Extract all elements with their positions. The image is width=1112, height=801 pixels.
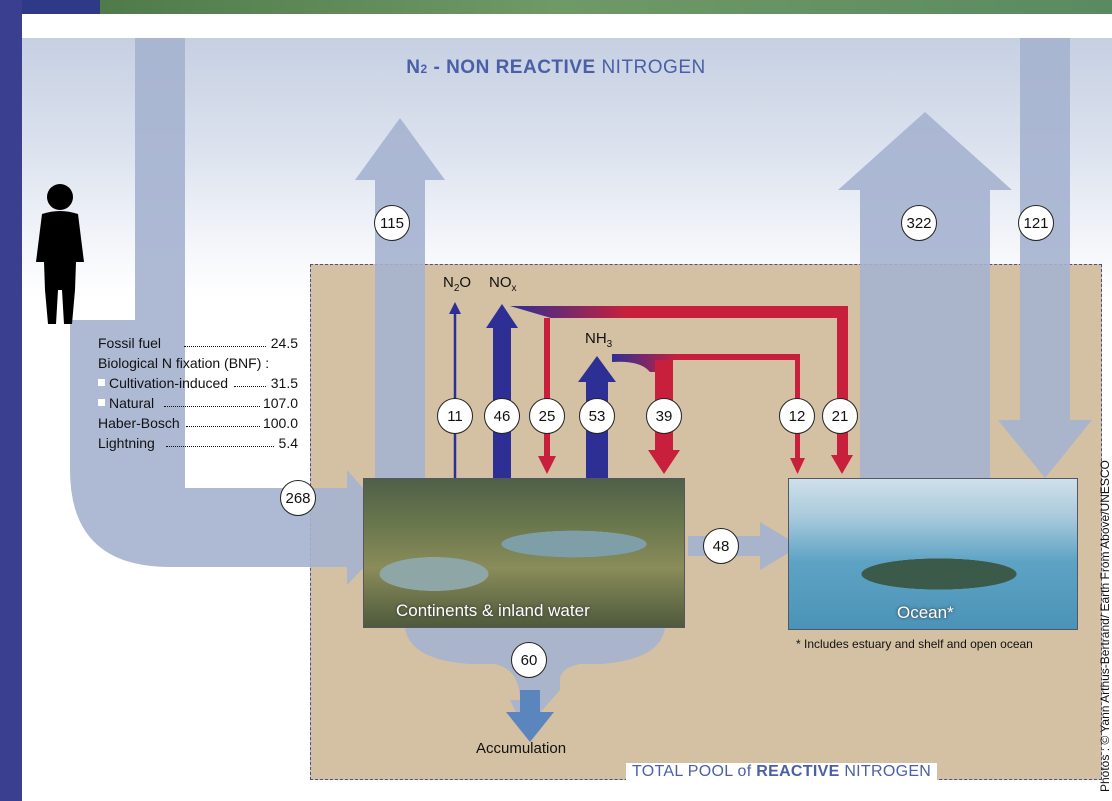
flow-fixation-ocean: 121 xyxy=(1018,205,1054,241)
source-row-cultivation: Cultivation-induced 31.5 xyxy=(84,373,324,393)
source-row-natural: Natural 107.0 xyxy=(84,393,324,413)
flow-nh3: 53 xyxy=(579,398,615,434)
n2o-label: N2O xyxy=(443,274,472,294)
flow-total-input: 268 xyxy=(280,480,316,516)
flow-nox-deposition-ocean: 21 xyxy=(822,398,858,434)
bullet-square xyxy=(98,379,105,386)
photo-credit: Photos : © Yann Arthus-Bertrand/ Earth F… xyxy=(1098,460,1112,792)
pool-reactive-label: REACTIVE xyxy=(756,763,840,780)
flow-n2o: 11 xyxy=(437,398,473,434)
nitrogen-label: NITROGEN xyxy=(601,57,706,78)
nh3-deposition-bar xyxy=(612,354,800,372)
human-input-arrow xyxy=(70,38,400,585)
source-row-bnf: Biological N fixation (BNF) : xyxy=(98,355,270,371)
nox-land-stem xyxy=(544,318,550,458)
reactive-nitrogen-pool-title: TOTAL POOL of REACTIVE NITROGEN xyxy=(626,763,938,781)
flow-nh3-deposition-land: 39 xyxy=(646,398,682,434)
human-figure xyxy=(36,184,84,324)
n2o-arrow-head xyxy=(449,302,461,314)
source-row-haber-bosch: Haber-Bosch 100.0 xyxy=(98,415,298,431)
accumulation-funnel xyxy=(405,628,665,730)
top-banner xyxy=(0,0,1112,14)
n2-subscript: 2 xyxy=(420,62,428,76)
ocean-footnote: * Includes estuary and shelf and open oc… xyxy=(796,637,1033,651)
flow-river-to-ocean: 48 xyxy=(703,528,739,564)
flow-accumulation: 60 xyxy=(511,642,547,678)
nox-arrow xyxy=(486,304,518,478)
flow-denitrification-land: 115 xyxy=(374,205,410,241)
ocean-caption: Ocean* xyxy=(897,603,954,622)
nh3-label: NH3 xyxy=(585,330,613,350)
nh3-land-head xyxy=(648,450,680,474)
nh3-ocean-head xyxy=(790,458,805,474)
flow-nh3-deposition-ocean: 12 xyxy=(779,398,815,434)
accumulation-arrow xyxy=(506,690,554,742)
non-reactive-label: NON REACTIVE xyxy=(446,57,596,78)
source-row-lightning: Lightning 5.4 xyxy=(98,435,298,451)
bullet-square xyxy=(98,399,105,406)
source-row-fossil-fuel: Fossil fuel 24.5 xyxy=(98,335,298,351)
denitrification-land-arrow xyxy=(355,118,445,480)
nox-ocean-head xyxy=(831,455,853,474)
continents-photo: Continents & inland water xyxy=(363,478,685,628)
nox-label: NOx xyxy=(489,274,517,294)
title-dash: - xyxy=(433,57,441,78)
ocean-photo: Ocean* xyxy=(788,478,1078,630)
denitrification-ocean-arrow xyxy=(838,112,1012,480)
pool-prefix: TOTAL POOL of xyxy=(632,763,752,780)
pool-nitrogen-label: NITROGEN xyxy=(844,763,932,780)
n2-symbol: N xyxy=(406,57,421,78)
non-reactive-nitrogen-title: N2 - NON REACTIVE NITROGEN xyxy=(0,57,1112,79)
nox-land-head xyxy=(538,456,556,474)
flow-denitrification-ocean: 322 xyxy=(901,205,937,241)
fixation-ocean-arrow xyxy=(998,38,1092,478)
nitrogen-sources-list: Fossil fuel 24.5 Biological N fixation (… xyxy=(84,333,324,453)
flow-nox: 46 xyxy=(484,398,520,434)
accumulation-label: Accumulation xyxy=(476,740,567,757)
left-frame-bar xyxy=(0,0,22,801)
nox-deposition-bar xyxy=(510,306,848,318)
nox-ocean-stem xyxy=(837,306,848,456)
flow-nox-deposition-land: 25 xyxy=(529,398,565,434)
river-to-ocean-arrow xyxy=(688,522,800,570)
continents-caption: Continents & inland water xyxy=(396,601,590,620)
